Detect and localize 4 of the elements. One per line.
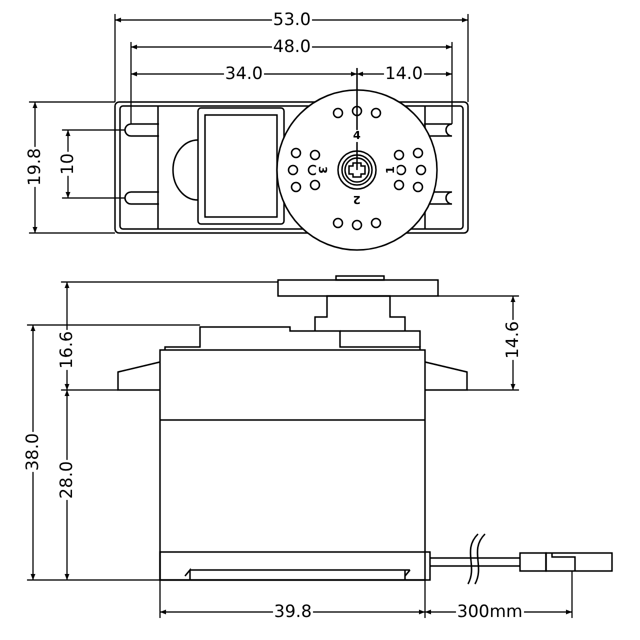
position-number: 2 (353, 193, 361, 205)
position-number: 1 (384, 166, 397, 174)
position-number: 4 (353, 130, 361, 142)
position-number: 3 (316, 166, 328, 174)
